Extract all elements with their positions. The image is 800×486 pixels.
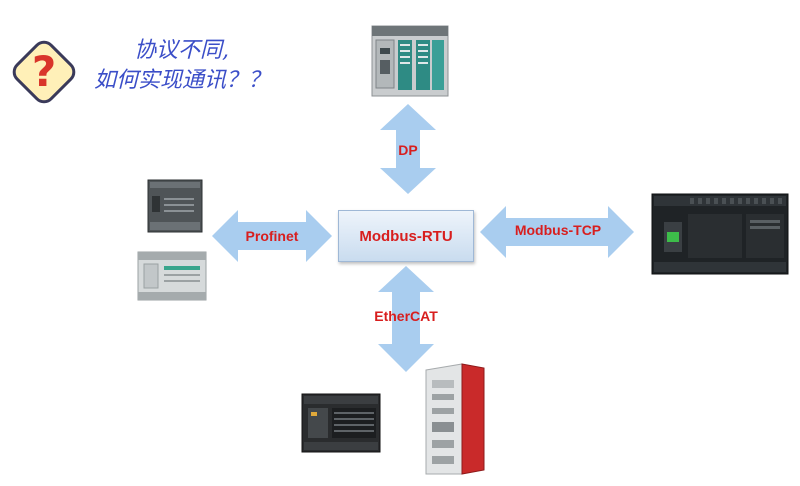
s7-300-plc-icon — [371, 25, 449, 97]
question-line-1: 协议不同, — [134, 38, 229, 63]
profinet-arrow — [212, 210, 332, 262]
ethercat-arrow — [378, 266, 434, 372]
question-mark-icon: ? — [12, 40, 76, 104]
beckhoff-cx-ipc-icon — [425, 363, 485, 475]
modbus-tcp-arrow — [480, 206, 634, 258]
profinet-label: Profinet — [245, 228, 299, 244]
modbus-rtu-label: Modbus-RTU — [359, 227, 453, 245]
svg-text:?: ? — [32, 47, 56, 96]
s7-200-plc-icon — [147, 179, 203, 233]
question-caption: 协议不同, 如何实现通讯？？ — [94, 36, 324, 96]
modbus-tcp-label: Modbus-TCP — [514, 222, 602, 238]
dp-arrow — [380, 104, 436, 194]
schneider-m241-plc-icon — [651, 193, 789, 275]
s7-1200-plc-icon — [137, 251, 207, 301]
ethercat-label: EtherCAT — [374, 308, 438, 324]
question-line-2: 如何实现通讯？？ — [94, 68, 271, 93]
omron-nx1p-plc-icon — [301, 393, 381, 453]
dp-label: DP — [398, 142, 418, 158]
modbus-rtu-box: Modbus-RTU — [338, 210, 474, 262]
